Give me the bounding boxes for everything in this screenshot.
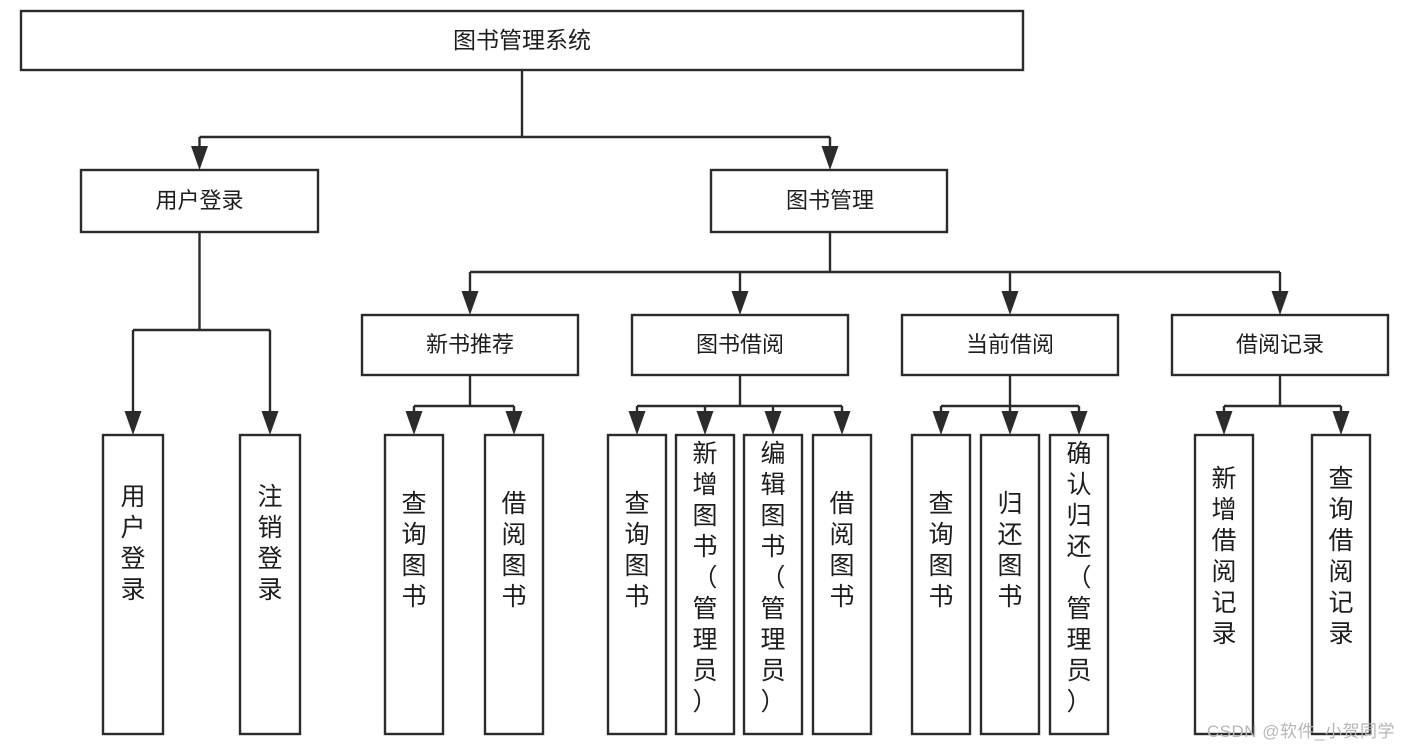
node-leaf-add-book-box[interactable]: [674, 433, 736, 736]
node-leaf-add-borrow-record-label: 新增借阅记录: [1211, 465, 1236, 648]
node-leaf-query-borrow-record[interactable]: 查询借阅记录: [1310, 433, 1372, 736]
arrow-icon-leaf-borrow-book-1: [505, 411, 523, 435]
arrow-icon-leaf-return-book: [1001, 411, 1019, 435]
node-leaf-edit-book-box[interactable]: [742, 433, 804, 736]
node-book-manage-box[interactable]: [709, 168, 949, 234]
node-leaf-query-book-2-box[interactable]: [606, 433, 668, 736]
node-root-label: 图书管理系统: [453, 27, 591, 53]
node-leaf-confirm-return[interactable]: 确认归还（管理员）: [1048, 433, 1110, 736]
node-leaf-return-book-box[interactable]: [979, 433, 1041, 736]
node-new-book-recommend-label: 新书推荐: [426, 332, 514, 357]
node-user-login-box[interactable]: [79, 168, 320, 234]
arrow-icon-book-borrow: [731, 291, 749, 315]
arrow-icon-leaf-confirm-return: [1070, 411, 1088, 435]
node-leaf-borrow-book-1[interactable]: 借阅图书: [483, 433, 545, 736]
node-new-book-recommend[interactable]: 新书推荐: [360, 313, 580, 377]
node-leaf-query-borrow-record-label: 查询借阅记录: [1328, 465, 1353, 648]
node-current-borrow[interactable]: 当前借阅: [900, 313, 1120, 377]
node-new-book-recommend-box[interactable]: [360, 313, 580, 377]
node-user-login-label: 用户登录: [155, 188, 243, 213]
arrow-icon-leaf-add-book: [696, 411, 714, 435]
node-leaf-query-book-1-label: 查询图书: [401, 490, 426, 611]
arrow-icon-leaf-borrow-book-2: [833, 411, 851, 435]
node-leaf-user-login-label: 用户登录: [120, 483, 145, 604]
arrow-icon-leaf-user-login: [124, 411, 142, 435]
node-leaf-user-logout[interactable]: 注销登录: [238, 433, 302, 736]
arrow-icon-leaf-query-book-2: [628, 411, 646, 435]
node-leaf-confirm-return-box[interactable]: [1048, 433, 1110, 736]
arrow-icon-leaf-edit-book: [764, 411, 782, 435]
arrow-icon-leaf-user-logout: [261, 411, 279, 435]
node-leaf-edit-book-label: 编辑图书（管理员）: [760, 440, 785, 716]
arrow-icon-leaf-query-book-1: [405, 411, 423, 435]
node-leaf-add-book-label: 新增图书（管理员）: [692, 440, 717, 716]
arrow-icon-leaf-query-book-3: [932, 411, 950, 435]
node-leaf-query-book-2[interactable]: 查询图书: [606, 433, 668, 736]
node-leaf-borrow-book-2[interactable]: 借阅图书: [811, 433, 873, 736]
node-leaf-return-book-label: 归还图书: [997, 490, 1022, 611]
node-leaf-add-borrow-record[interactable]: 新增借阅记录: [1193, 433, 1255, 736]
node-leaf-query-borrow-record-box[interactable]: [1310, 433, 1372, 736]
arrow-icon-leaf-add-borrow-record: [1215, 411, 1233, 435]
node-leaf-query-book-3[interactable]: 查询图书: [910, 433, 972, 736]
arrow-icon-user-login: [191, 146, 208, 170]
node-borrow-record[interactable]: 借阅记录: [1170, 313, 1390, 377]
node-borrow-record-label: 借阅记录: [1236, 332, 1324, 357]
node-borrow-record-box[interactable]: [1170, 313, 1390, 377]
arrow-icon-book-manage: [821, 146, 839, 170]
node-leaf-confirm-return-label: 确认归还（管理员）: [1066, 440, 1091, 716]
node-leaf-query-book-1[interactable]: 查询图书: [383, 433, 445, 736]
node-book-borrow-label: 图书借阅: [696, 332, 784, 357]
node-leaf-return-book[interactable]: 归还图书: [979, 433, 1041, 736]
arrow-icon-current-borrow: [1001, 291, 1019, 315]
node-current-borrow-box[interactable]: [900, 313, 1120, 377]
node-book-manage-label: 图书管理: [786, 188, 874, 213]
node-book-borrow-box[interactable]: [630, 313, 850, 377]
node-leaf-query-book-2-label: 查询图书: [624, 490, 649, 611]
node-leaf-borrow-book-2-label: 借阅图书: [829, 490, 854, 611]
node-leaf-user-logout-box[interactable]: [238, 433, 302, 736]
node-leaf-borrow-book-1-label: 借阅图书: [501, 490, 526, 611]
node-root-box[interactable]: [19, 9, 1025, 72]
node-leaf-add-borrow-record-box[interactable]: [1193, 433, 1255, 736]
arrow-icon-leaf-query-borrow-record: [1332, 411, 1350, 435]
node-current-borrow-label: 当前借阅: [966, 332, 1054, 357]
arrow-icon-borrow-record: [1271, 291, 1289, 315]
node-root[interactable]: 图书管理系统: [19, 9, 1025, 72]
node-leaf-user-login-box[interactable]: [101, 433, 165, 736]
node-leaf-user-login[interactable]: 用户登录: [101, 433, 165, 736]
node-leaf-add-book[interactable]: 新增图书（管理员）: [674, 433, 736, 736]
node-leaf-borrow-book-2-box[interactable]: [811, 433, 873, 736]
connector-layer: [124, 70, 1350, 435]
node-leaf-query-book-3-label: 查询图书: [928, 490, 953, 611]
node-leaf-borrow-book-1-box[interactable]: [483, 433, 545, 736]
node-user-login[interactable]: 用户登录: [79, 168, 320, 234]
node-leaf-query-book-3-box[interactable]: [910, 433, 972, 736]
node-book-borrow[interactable]: 图书借阅: [630, 313, 850, 377]
node-book-manage[interactable]: 图书管理: [709, 168, 949, 234]
node-leaf-user-logout-label: 注销登录: [257, 483, 282, 604]
node-leaf-query-book-1-box[interactable]: [383, 433, 445, 736]
node-leaf-edit-book[interactable]: 编辑图书（管理员）: [742, 433, 804, 736]
arrow-icon-new-book-recommend: [461, 291, 479, 315]
